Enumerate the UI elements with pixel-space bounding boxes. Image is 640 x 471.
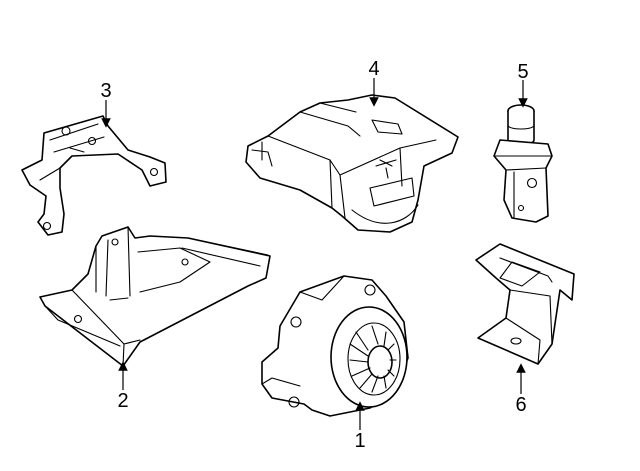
callout-1: 1 [354,430,365,452]
callout-5: 5 [517,61,528,83]
callout-3: 3 [100,80,111,102]
leader-lines [101,78,528,430]
callout-2: 2 [117,390,128,412]
part-4-module [245,94,459,233]
part-5-switch [493,104,553,223]
callout-6: 6 [515,394,526,416]
part-3-bracket [21,115,167,236]
part-2-tray [39,226,271,367]
callout-labels: 1 2 3 4 5 6 [100,58,528,452]
part-1-fan-motor [261,275,409,417]
part-6-bracket [475,243,575,365]
callout-4: 4 [368,58,379,80]
